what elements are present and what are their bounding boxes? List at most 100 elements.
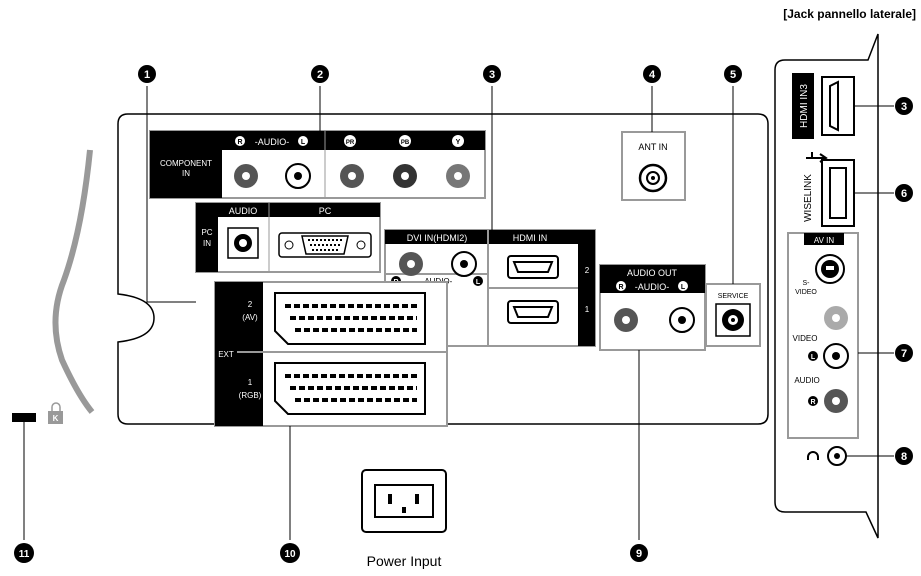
component-y-jack — [446, 164, 470, 188]
svg-text:10: 10 — [284, 549, 296, 560]
component-audio-r-jack — [234, 164, 258, 188]
hdmi-dvi-block: DVI IN(HDMI2) HDMI IN 2 1 R -AUDIO- L — [384, 229, 596, 347]
service-block: SERVICE — [705, 283, 761, 347]
svg-text:2: 2 — [317, 69, 323, 81]
svg-text:PR: PR — [346, 140, 355, 146]
pc-in-label: PC — [201, 228, 212, 237]
audio-l-jack — [823, 343, 849, 369]
kensington-lock-icon: K — [48, 402, 63, 424]
svg-text:R: R — [810, 399, 815, 406]
callout-7: 7 — [895, 344, 913, 362]
component-in-label-2: IN — [182, 169, 190, 178]
back-panel-outline — [117, 113, 769, 425]
svg-text:(AV): (AV) — [242, 313, 258, 322]
dvi-audio-l-jack — [451, 251, 477, 277]
dvi-audio-r-jack — [399, 252, 423, 276]
svg-text:VIDEO: VIDEO — [793, 334, 818, 343]
svg-text:6: 6 — [901, 188, 907, 200]
av-in-label: AV IN — [814, 236, 835, 245]
headphone-jack — [827, 446, 847, 466]
component-pb-jack — [393, 164, 417, 188]
audio-out-label: AUDIO OUT — [627, 268, 678, 278]
pc-audio-label: AUDIO — [229, 206, 258, 216]
svg-text:(RGB): (RGB) — [239, 391, 262, 400]
audio-out-block: AUDIO OUT R -AUDIO- L — [599, 264, 706, 351]
svg-text:K: K — [53, 414, 59, 423]
component-audio-l-jack — [285, 163, 311, 189]
pc-in-block: PC IN AUDIO PC — [195, 202, 381, 273]
ant-in-label: ANT IN — [638, 142, 667, 152]
component-pr-jack — [340, 164, 364, 188]
power-input-label: Power Input — [367, 553, 442, 569]
svg-text:4: 4 — [649, 69, 656, 81]
hdmi-1-port — [507, 300, 559, 324]
hdmi-in3-label-bg — [792, 73, 814, 139]
callout-9: 9 — [630, 544, 648, 562]
side-panel: HDMI IN3 WISELINK AV IN S- VIDEO VIDEO L… — [774, 33, 879, 539]
svg-text:3: 3 — [901, 101, 907, 113]
component-audio-label: -AUDIO- — [255, 137, 290, 147]
svg-text:2: 2 — [248, 300, 253, 309]
leader-lines — [23, 86, 894, 540]
svg-text:L: L — [681, 284, 686, 291]
ext-label: EXT — [218, 350, 234, 359]
power-cord — [52, 149, 95, 414]
svg-text:2: 2 — [585, 266, 590, 275]
svg-text:7: 7 — [901, 348, 907, 360]
dvi-in-label: DVI IN(HDMI2) — [407, 233, 468, 243]
headphone-icon — [807, 451, 819, 460]
video-jack — [824, 306, 848, 330]
svg-text:PB: PB — [401, 140, 410, 146]
service-label: SERVICE — [718, 293, 749, 300]
pc-audio-jack — [227, 227, 259, 259]
svg-text:AUDIO: AUDIO — [794, 376, 819, 385]
svg-text:1: 1 — [248, 378, 253, 387]
svg-text:3: 3 — [489, 69, 495, 81]
callout-4: 4 — [643, 65, 661, 83]
callout-3: 3 — [483, 65, 501, 83]
hdmi-in3-port — [821, 76, 855, 136]
svg-text:1: 1 — [585, 305, 590, 314]
pc-vga-connector — [278, 232, 372, 258]
callout-2: 2 — [311, 65, 329, 83]
audio-out-rl-label: -AUDIO- — [635, 282, 670, 292]
power-input: Power Input — [361, 469, 447, 569]
hdmi-in-label: HDMI IN — [513, 233, 548, 243]
kensington-slot — [12, 413, 36, 422]
svg-text:R: R — [237, 139, 242, 146]
svg-text:1: 1 — [144, 69, 150, 81]
ant-in-block: ANT IN — [621, 131, 686, 201]
usb-port — [821, 159, 855, 227]
svg-text:VIDEO: VIDEO — [795, 289, 817, 296]
s-video-jack — [815, 254, 845, 284]
callout-10: 10 — [280, 543, 300, 563]
scart-2-connector — [274, 292, 426, 345]
component-in-block: COMPONENT IN R -AUDIO- L PR PB Y — [149, 130, 486, 199]
svg-text:9: 9 — [636, 548, 642, 560]
audio-out-l-jack — [669, 307, 695, 333]
svg-text:R: R — [618, 284, 623, 291]
pc-label: PC — [319, 206, 332, 216]
svg-text:L: L — [811, 354, 816, 361]
audio-out-r-jack — [614, 308, 638, 332]
svg-text:L: L — [301, 139, 306, 146]
svg-text:S-: S- — [803, 280, 811, 287]
wiselink-label: WISELINK — [803, 174, 814, 222]
scart-1-connector — [274, 362, 426, 415]
audio-r-jack — [824, 389, 848, 413]
svg-text:11: 11 — [19, 549, 30, 560]
ext-block: EXT 2 (AV) 1 (RGB) — [214, 281, 448, 427]
callout-8: 8 — [895, 447, 913, 465]
pc-in-label-2: IN — [203, 239, 211, 248]
callout-5: 5 — [724, 65, 742, 83]
svg-text:Y: Y — [456, 139, 461, 146]
callout-6: 6 — [895, 184, 913, 202]
side-panel-title: [Jack pannello laterale] — [783, 7, 916, 21]
callout-3-side: 3 — [895, 97, 913, 115]
component-in-label: COMPONENT — [160, 159, 212, 168]
hdmi-2-port — [507, 255, 559, 279]
svg-text:L: L — [476, 279, 481, 286]
hdmi-in3-label: HDMI IN3 — [799, 84, 810, 128]
svg-text:8: 8 — [901, 451, 907, 463]
